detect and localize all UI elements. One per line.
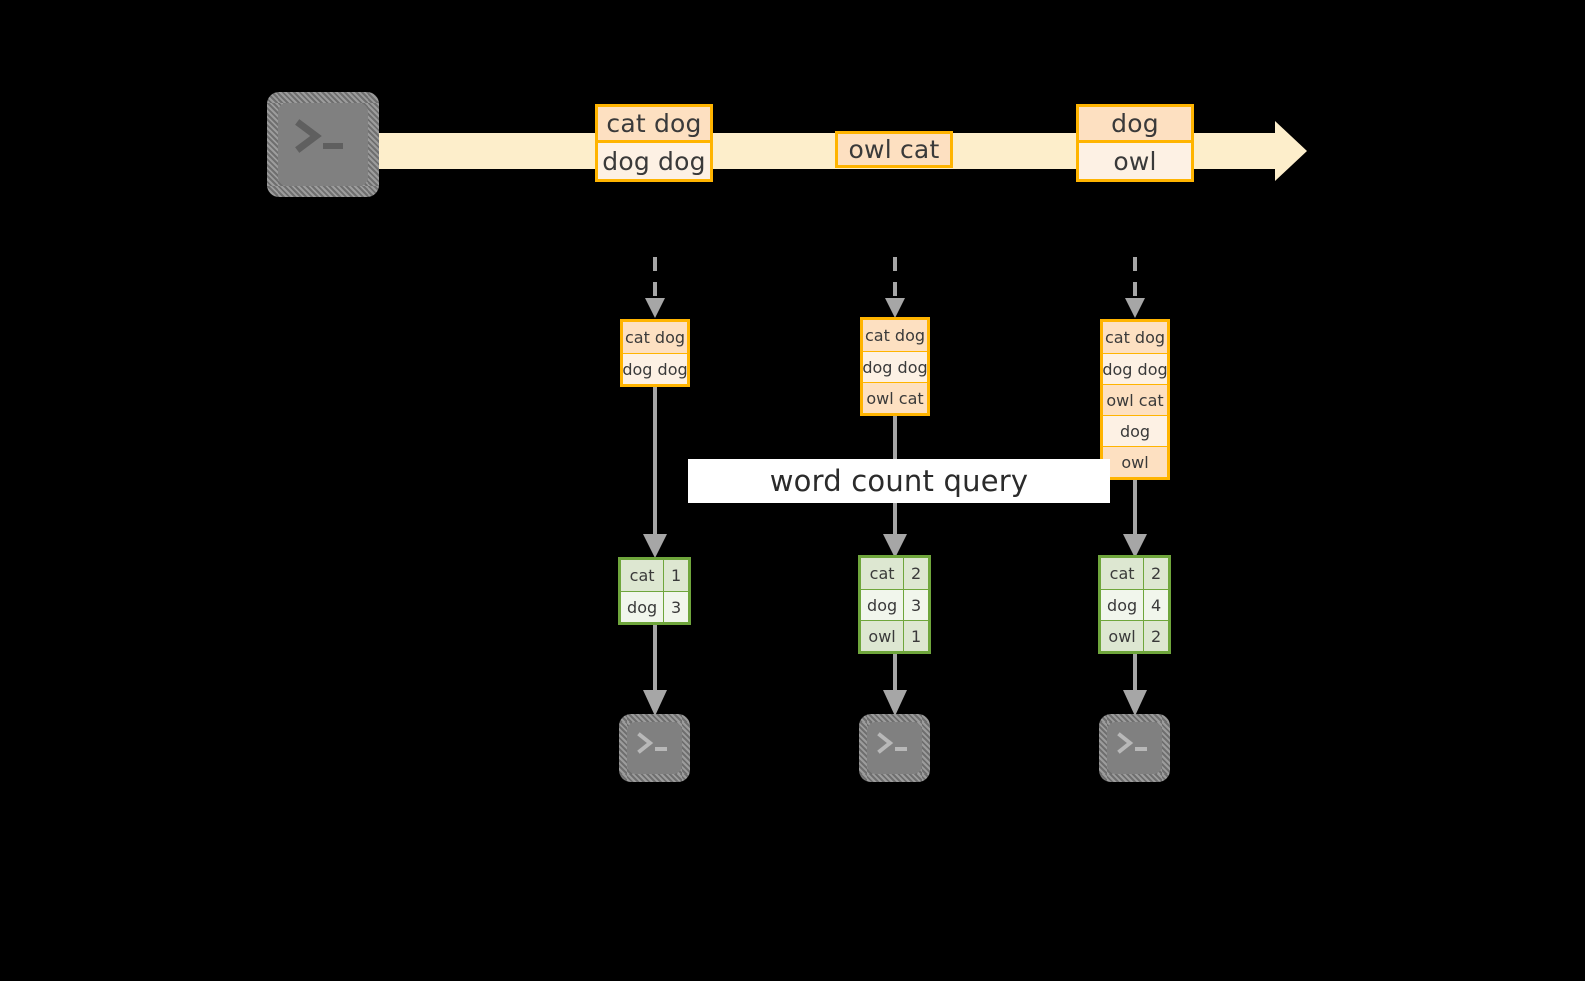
table-row: cat 2: [861, 558, 928, 589]
result-word: cat: [1101, 558, 1145, 589]
table-row: cat 2: [1101, 558, 1168, 589]
result-word: owl: [1101, 621, 1145, 651]
log-stack-3[interactable]: cat dog dog dog owl cat dog owl: [1100, 319, 1170, 480]
log-entry: cat dog: [623, 322, 687, 353]
connector-arrowhead-5: [883, 534, 907, 558]
table-row: owl 2: [1101, 620, 1168, 651]
log-entry: cat dog: [1103, 322, 1167, 353]
result-word: cat: [621, 560, 665, 591]
result-count: 4: [1144, 590, 1168, 620]
connector-arrowhead-3: [1125, 298, 1145, 318]
table-row: owl 1: [861, 620, 928, 651]
connector-arrowhead-7: [643, 690, 667, 716]
terminal-prompt-icon: [877, 732, 907, 754]
log-entry: owl cat: [1103, 384, 1167, 415]
result-count: 2: [1144, 558, 1168, 589]
log-entry: dog dog: [622, 353, 688, 384]
table-row: dog 4: [1101, 589, 1168, 620]
terminal-screen: [867, 722, 922, 774]
query-banner-label: word count query: [769, 464, 1029, 498]
stream-event-3[interactable]: dog owl: [1076, 104, 1194, 182]
query-banner: word count query: [688, 459, 1110, 503]
result-table-1[interactable]: cat 1 dog 3: [618, 557, 691, 625]
sink-terminal-icon-1[interactable]: [619, 714, 690, 782]
connector-arrowhead-8: [883, 690, 907, 716]
result-table-3[interactable]: cat 2 dog 4 owl 2: [1098, 555, 1171, 654]
result-count: 2: [904, 558, 928, 589]
stream-event-line: cat dog: [598, 107, 710, 143]
result-word: dog: [861, 590, 905, 620]
result-word: dog: [621, 592, 665, 622]
stream-event-2[interactable]: owl cat: [835, 131, 953, 168]
table-row: cat 1: [621, 560, 688, 591]
stream-event-line: owl cat: [838, 134, 950, 165]
sink-terminal-icon-3[interactable]: [1099, 714, 1170, 782]
result-count: 1: [664, 560, 688, 591]
result-word: cat: [861, 558, 905, 589]
result-word: owl: [861, 621, 905, 651]
connector-arrowhead-9: [1123, 690, 1147, 716]
source-terminal-icon[interactable]: [267, 92, 379, 197]
stream-event-line: dog: [1079, 107, 1191, 143]
connector-arrowhead-2: [885, 298, 905, 318]
connector-arrowhead-4: [643, 534, 667, 558]
log-entry: cat dog: [863, 320, 927, 351]
table-row: dog 3: [621, 591, 688, 622]
log-stack-1[interactable]: cat dog dog dog: [620, 319, 690, 387]
log-entry: dog dog: [862, 351, 928, 382]
connector-arrowhead-6: [1123, 534, 1147, 558]
log-entry: owl: [1103, 446, 1167, 477]
result-count: 2: [1144, 621, 1168, 651]
log-entry: dog dog: [1102, 353, 1168, 384]
terminal-screen: [1107, 722, 1162, 774]
sink-terminal-icon-2[interactable]: [859, 714, 930, 782]
terminal-prompt-icon: [1117, 732, 1147, 754]
stream-event-1[interactable]: cat dog dog dog: [595, 104, 713, 182]
terminal-screen: [627, 722, 682, 774]
result-table-2[interactable]: cat 2 dog 3 owl 1: [858, 555, 931, 654]
stream-event-line: owl: [1079, 143, 1191, 179]
log-stack-2[interactable]: cat dog dog dog owl cat: [860, 317, 930, 416]
stream-event-line: dog dog: [598, 143, 710, 179]
log-entry: owl cat: [863, 382, 927, 413]
connector-arrowhead-1: [645, 298, 665, 318]
result-count: 1: [904, 621, 928, 651]
result-count: 3: [664, 592, 688, 622]
log-entry: dog: [1103, 415, 1167, 446]
result-count: 3: [904, 590, 928, 620]
terminal-prompt-icon: [295, 119, 343, 153]
table-row: dog 3: [861, 589, 928, 620]
terminal-prompt-icon: [637, 732, 667, 754]
result-word: dog: [1101, 590, 1145, 620]
